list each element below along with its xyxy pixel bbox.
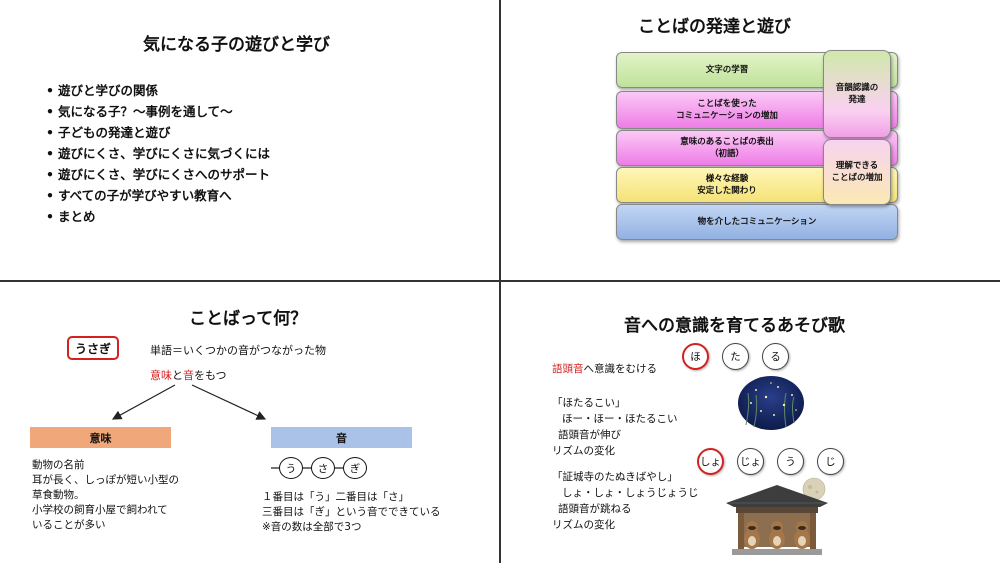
song-line: リズムの変化: [552, 519, 615, 531]
sound-circle: ぎ: [343, 457, 367, 479]
song-line: 「ほたるこい」: [552, 397, 626, 409]
sound-header: 音: [271, 427, 412, 448]
meaning-line: 草食動物。: [32, 489, 85, 501]
lead-rest: へ意識をむける: [583, 363, 658, 375]
layer-label: 意味のあることばの表出 （初語）: [680, 137, 774, 159]
syllable-circle: ほ: [682, 343, 709, 370]
meaning-description: 動物の名前 耳が長く、しっぽが短い小型の 草食動物。 小学校の飼育小屋で飼われて…: [32, 458, 179, 533]
bullet-item: 遊びにくさ、学びにくさへのサポート: [46, 164, 270, 185]
bullet-list: 遊びと学びの関係 気になる子？～事例を通して～ 子どもの発達と遊び 遊びにくさ、…: [46, 80, 270, 227]
meaning-line: 動物の名前: [32, 459, 85, 471]
meaning-line: 耳が長く、しっぽが短い小型の: [32, 474, 179, 486]
bullet-item: 子どもの発達と遊び: [46, 122, 270, 143]
has-meaning-sound: 意味と音をもつ: [150, 367, 227, 383]
slide-title: ことばって何？: [189, 309, 308, 329]
song-line: 語頭音が跳ねる: [558, 503, 632, 515]
song-line: 語頭音が伸び: [558, 429, 621, 441]
arrow-to-meaning: [111, 384, 176, 420]
syllable-circle: じょ: [737, 448, 764, 475]
syllable-circle: た: [722, 343, 749, 370]
side-box-phonological: 音韻認識の 発達: [823, 50, 891, 138]
side-label: 音韻認識の 発達: [835, 83, 879, 105]
initial-sound-word: 語頭音: [552, 363, 584, 375]
song-line: 「証城寺のたぬきばやし」: [552, 471, 678, 483]
syllable-circle: る: [762, 343, 789, 370]
layer-label: ことばを使った コミュニケーションの増加: [676, 99, 778, 121]
word-box: うさぎ: [67, 336, 119, 360]
bullet-item: まとめ: [46, 206, 270, 227]
slide-what-is-word: ことばって何？ うさぎ 単語＝いくつかの音がつながった物 意味と音をもつ 意味 …: [0, 281, 500, 562]
sound-circle: う: [279, 457, 303, 479]
arrow-to-sound: [191, 384, 267, 420]
slide-title: 気になる子の遊びと学び: [143, 35, 330, 55]
sound-line: 三番目は「ぎ」という音でできている: [262, 506, 441, 518]
side-label: 理解できる ことばの増加: [831, 161, 883, 183]
and-word: と: [172, 369, 183, 382]
sound-description: １番目は「う」二番目は「さ」 三番目は「ぎ」という音でできている ※音の数は全部…: [262, 490, 441, 535]
bullet-item: すべての子が学びやすい教育へ: [46, 185, 270, 206]
layer-label: 様々な経験 安定した関わり: [697, 174, 757, 196]
meaning-header: 意味: [30, 427, 171, 448]
bullet-item: 遊びにくさ、学びにくさに気づくには: [46, 143, 270, 164]
horizontal-divider: [0, 280, 1000, 282]
song-hotarukoi: 「ほたるこい」 ほー・ほー・ほたるこい 語頭音が伸び リズムの変化: [552, 395, 678, 459]
syllable-circle: う: [777, 448, 804, 475]
sound-word: 音: [183, 369, 194, 382]
sound-line: １番目は「う」二番目は「さ」: [262, 491, 409, 503]
layer-label: 文字の学習: [705, 65, 749, 75]
song-line: ほー・ほー・ほたるこい: [562, 413, 678, 425]
meaning-line: 小学校の飼育小屋で飼われて: [32, 504, 168, 516]
temple-tanuki-illustration: [726, 477, 828, 555]
song-shojoji: 「証城寺のたぬきばやし」 しょ・しょ・しょうじょうじ 語頭音が跳ねる リズムの変…: [552, 469, 699, 533]
bullet-item: 遊びと学びの関係: [46, 80, 270, 101]
lead-text: 語頭音へ意識をむける: [552, 361, 657, 377]
firefly-night-illustration: [738, 376, 804, 430]
syllable-circle: じ: [817, 448, 844, 475]
definition-text: 単語＝いくつかの音がつながった物: [150, 344, 326, 357]
song-line: しょ・しょ・しょうじょうじ: [562, 487, 699, 499]
meaning-line: いることが多い: [32, 519, 106, 531]
meaning-word: 意味: [150, 369, 172, 382]
sound-line: ※音の数は全部で3つ: [262, 521, 362, 533]
slide-contents: 気になる子の遊びと学び 遊びと学びの関係 気になる子？～事例を通して～ 子どもの…: [0, 0, 500, 281]
side-box-vocabulary: 理解できる ことばの増加: [823, 139, 891, 205]
layer-object-communication: 物を介したコミュニケーション: [616, 204, 898, 240]
slide-title: 音への意識を育てるあそび歌: [624, 316, 845, 336]
sound-circle: さ: [311, 457, 335, 479]
layer-label: 物を介したコミュニケーション: [697, 217, 817, 227]
has-word: をもつ: [194, 369, 227, 382]
syllable-circle: しょ: [697, 448, 724, 475]
song-line: リズムの変化: [552, 445, 615, 457]
slide-language-development: ことばの発達と遊び 文字の学習 ことばを使った コミュニケーションの増加 意味の…: [500, 0, 1000, 281]
slide-songs: 音への意識を育てるあそび歌 語頭音へ意識をむける 「ほたるこい」 ほー・ほー・ほ…: [500, 281, 1000, 562]
bullet-item: 気になる子？～事例を通して～: [46, 101, 270, 122]
slide-title: ことばの発達と遊び: [638, 17, 791, 37]
